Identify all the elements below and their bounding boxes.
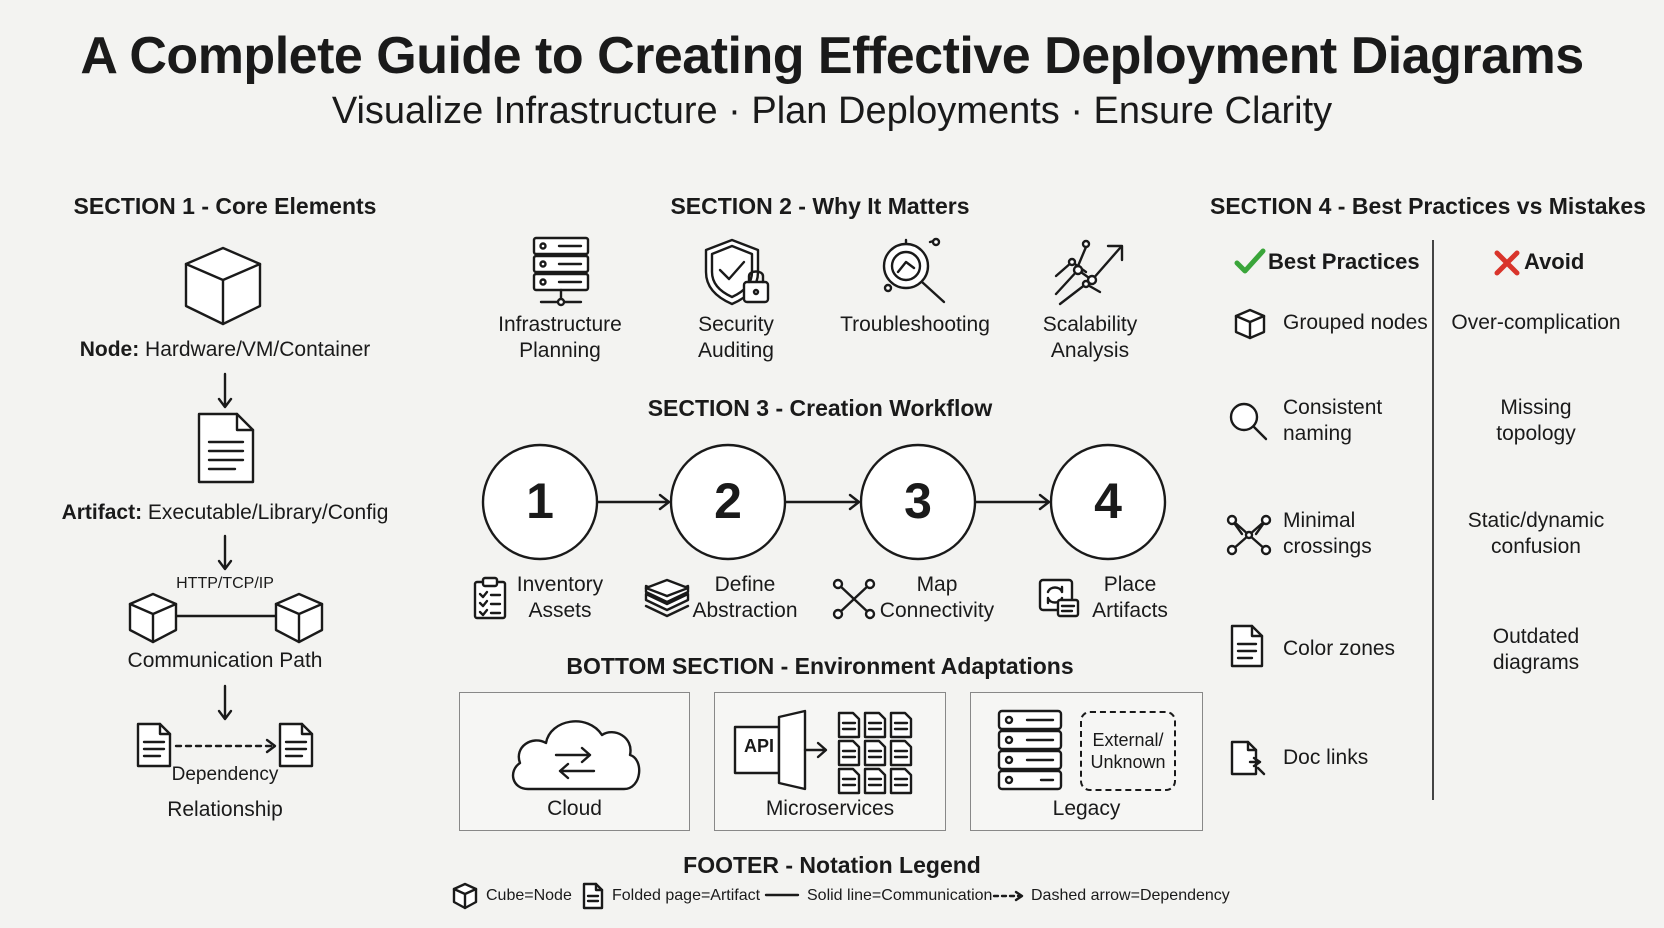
step-number: 1 xyxy=(526,473,554,529)
page-title: A Complete Guide to Creating Effective D… xyxy=(80,27,1584,85)
legend-solid: Solid line=Communication xyxy=(807,887,993,904)
best-item-doc-links: Doc links xyxy=(1283,746,1369,769)
communication-path-label: Communication Path xyxy=(127,649,323,672)
growth-chart-icon xyxy=(1054,239,1124,306)
arrow-down-icon xyxy=(217,534,233,571)
legacy-server-icon xyxy=(997,709,1063,791)
dependency-diagram xyxy=(136,722,314,768)
artifact-icon xyxy=(1038,578,1080,618)
column-divider xyxy=(1432,240,1434,800)
legend-dashed: Dashed arrow=Dependency xyxy=(1031,887,1230,904)
shield-lock-icon xyxy=(704,238,770,306)
artifact-document-icon xyxy=(197,412,255,484)
doc-link-icon xyxy=(1230,740,1266,776)
step-number: 2 xyxy=(714,473,742,529)
section1-heading: SECTION 1 - Core Elements xyxy=(73,193,377,219)
communication-path-diagram xyxy=(128,592,324,644)
legend-page: Folded page=Artifact xyxy=(612,887,761,904)
legacy-label: Legacy xyxy=(1052,797,1121,820)
api-gateway-icon xyxy=(733,709,913,795)
document-icon xyxy=(1230,624,1264,668)
section3-heading: SECTION 3 - Creation Workflow xyxy=(647,395,993,421)
microservices-panel: API Microservices xyxy=(714,692,946,831)
protocol-label: HTTP/TCP/IP xyxy=(176,575,274,592)
bottom-section-heading: BOTTOM SECTION - Environment Adaptations xyxy=(566,653,1074,679)
page-subtitle: Visualize Infrastructure · Plan Deployme… xyxy=(331,90,1333,132)
crossing-icon xyxy=(1226,514,1272,556)
legacy-panel: External/Unknown Legacy xyxy=(970,692,1203,831)
cube-icon xyxy=(128,592,178,644)
solid-line-icon xyxy=(764,893,800,897)
best-item-grouped-nodes: Grouped nodes xyxy=(1283,311,1428,334)
best-practices-label: Best Practices xyxy=(1268,249,1420,274)
footer-heading: FOOTER - Notation Legend xyxy=(683,852,981,878)
workflow-diagram xyxy=(481,443,1167,561)
step-number: 3 xyxy=(904,473,932,529)
check-icon xyxy=(1234,248,1266,274)
document-icon xyxy=(136,722,172,768)
cloud-label: Cloud xyxy=(547,797,602,820)
clipboard-icon xyxy=(473,576,507,620)
arrow-down-icon xyxy=(217,684,233,721)
dashed-arrow-icon xyxy=(992,890,1024,902)
cube-icon xyxy=(1234,308,1266,340)
cube-icon xyxy=(452,882,478,910)
layers-icon xyxy=(644,578,690,618)
why-label-troubleshooting: Troubleshooting xyxy=(840,313,990,336)
cross-icon xyxy=(1494,250,1520,276)
cube-icon xyxy=(274,592,324,644)
arrow-down-icon xyxy=(217,372,233,409)
document-icon xyxy=(582,882,604,910)
search-icon xyxy=(1229,402,1268,441)
api-label: API xyxy=(743,736,774,756)
section4-heading: SECTION 4 - Best Practices vs Mistakes xyxy=(1210,193,1646,219)
legend-cube: Cube=Node xyxy=(486,887,572,904)
service-documents xyxy=(837,711,913,795)
server-icon xyxy=(532,236,590,307)
step-number: 4 xyxy=(1094,473,1122,529)
best-item-color-zones: Color zones xyxy=(1283,637,1396,660)
dependency-label: Dependency xyxy=(171,764,279,785)
relationship-label: Relationship xyxy=(167,798,283,821)
avoid-item-over-complication: Over-complication xyxy=(1451,311,1621,334)
cloud-sync-icon xyxy=(511,720,641,791)
artifact-label: Artifact: Executable/Library/Config xyxy=(61,501,389,524)
external-label: External/Unknown xyxy=(1090,730,1166,772)
magnifier-icon xyxy=(882,237,946,304)
document-icon xyxy=(278,722,314,768)
cloud-panel: Cloud xyxy=(459,692,690,831)
microservices-label: Microservices xyxy=(765,797,895,820)
external-unknown-box: External/Unknown xyxy=(1080,711,1176,791)
network-icon xyxy=(832,578,876,620)
section2-heading: SECTION 2 - Why It Matters xyxy=(670,193,970,219)
node-cube-icon xyxy=(184,246,262,326)
avoid-label: Avoid xyxy=(1524,249,1585,274)
node-label: Node: Hardware/VM/Container xyxy=(79,338,371,361)
